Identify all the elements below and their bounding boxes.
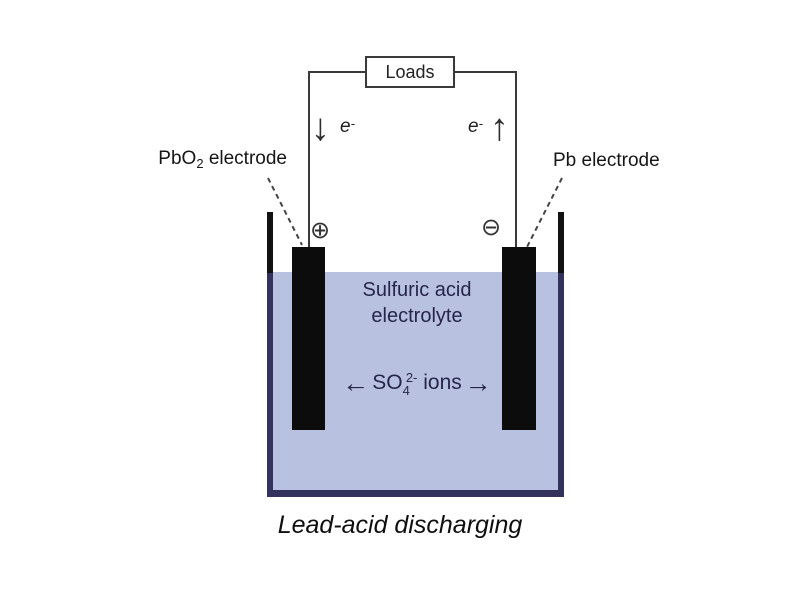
- left-electron-label: e-: [340, 117, 355, 136]
- diagram-caption: Lead-acid discharging: [277, 511, 523, 539]
- loads-box: Loads: [365, 56, 455, 88]
- ions-left-arrow-icon: ←: [342, 368, 370, 398]
- electron-flow-down-arrow-icon: ↓: [311, 107, 330, 149]
- container-left-wall: [267, 212, 273, 273]
- loads-label: Loads: [385, 61, 435, 82]
- left-electrode-rest: electrode: [203, 148, 287, 169]
- left-electron-symbol: e: [340, 116, 351, 137]
- container-right-wall: [558, 212, 564, 273]
- positive-terminal-icon: ⊕: [310, 217, 331, 244]
- right-electron-charge: -: [478, 116, 483, 131]
- ions-subscript: 4: [402, 383, 410, 398]
- ions-label: ←SO42- ions→: [277, 367, 557, 399]
- electrolyte-label: Sulfuric acid electrolyte: [287, 277, 547, 329]
- left-electrode-subscript: 2: [196, 156, 204, 171]
- pbo2-electrode: [292, 247, 325, 430]
- right-electrode-label: Pb electrode: [553, 150, 660, 171]
- wire-right-horizontal: [453, 71, 517, 73]
- pb-electrode: [502, 247, 536, 430]
- negative-terminal-icon: ⊖: [481, 214, 502, 241]
- wire-right-vertical: [515, 71, 517, 249]
- ions-formula: SO: [372, 371, 403, 394]
- right-electron-label: e-: [468, 117, 483, 136]
- left-electron-charge: -: [350, 116, 355, 131]
- electron-flow-up-arrow-icon: ↑: [490, 107, 509, 149]
- left-electrode-formula: PbO: [158, 148, 197, 169]
- right-leader-line: [526, 177, 563, 248]
- wire-left-vertical: [308, 71, 310, 248]
- ions-superscript: 2-: [405, 370, 418, 385]
- electrolyte-label-line1: Sulfuric acid: [362, 279, 472, 301]
- wire-left-horizontal: [308, 71, 367, 73]
- right-electron-symbol: e: [468, 116, 479, 137]
- electrolyte-label-line2: electrolyte: [371, 305, 463, 327]
- ions-right-arrow-icon: →: [464, 368, 492, 398]
- left-electrode-label: PbO2 electrode: [0, 148, 287, 172]
- left-leader-line: [267, 177, 303, 246]
- ions-rest: ions: [417, 371, 462, 394]
